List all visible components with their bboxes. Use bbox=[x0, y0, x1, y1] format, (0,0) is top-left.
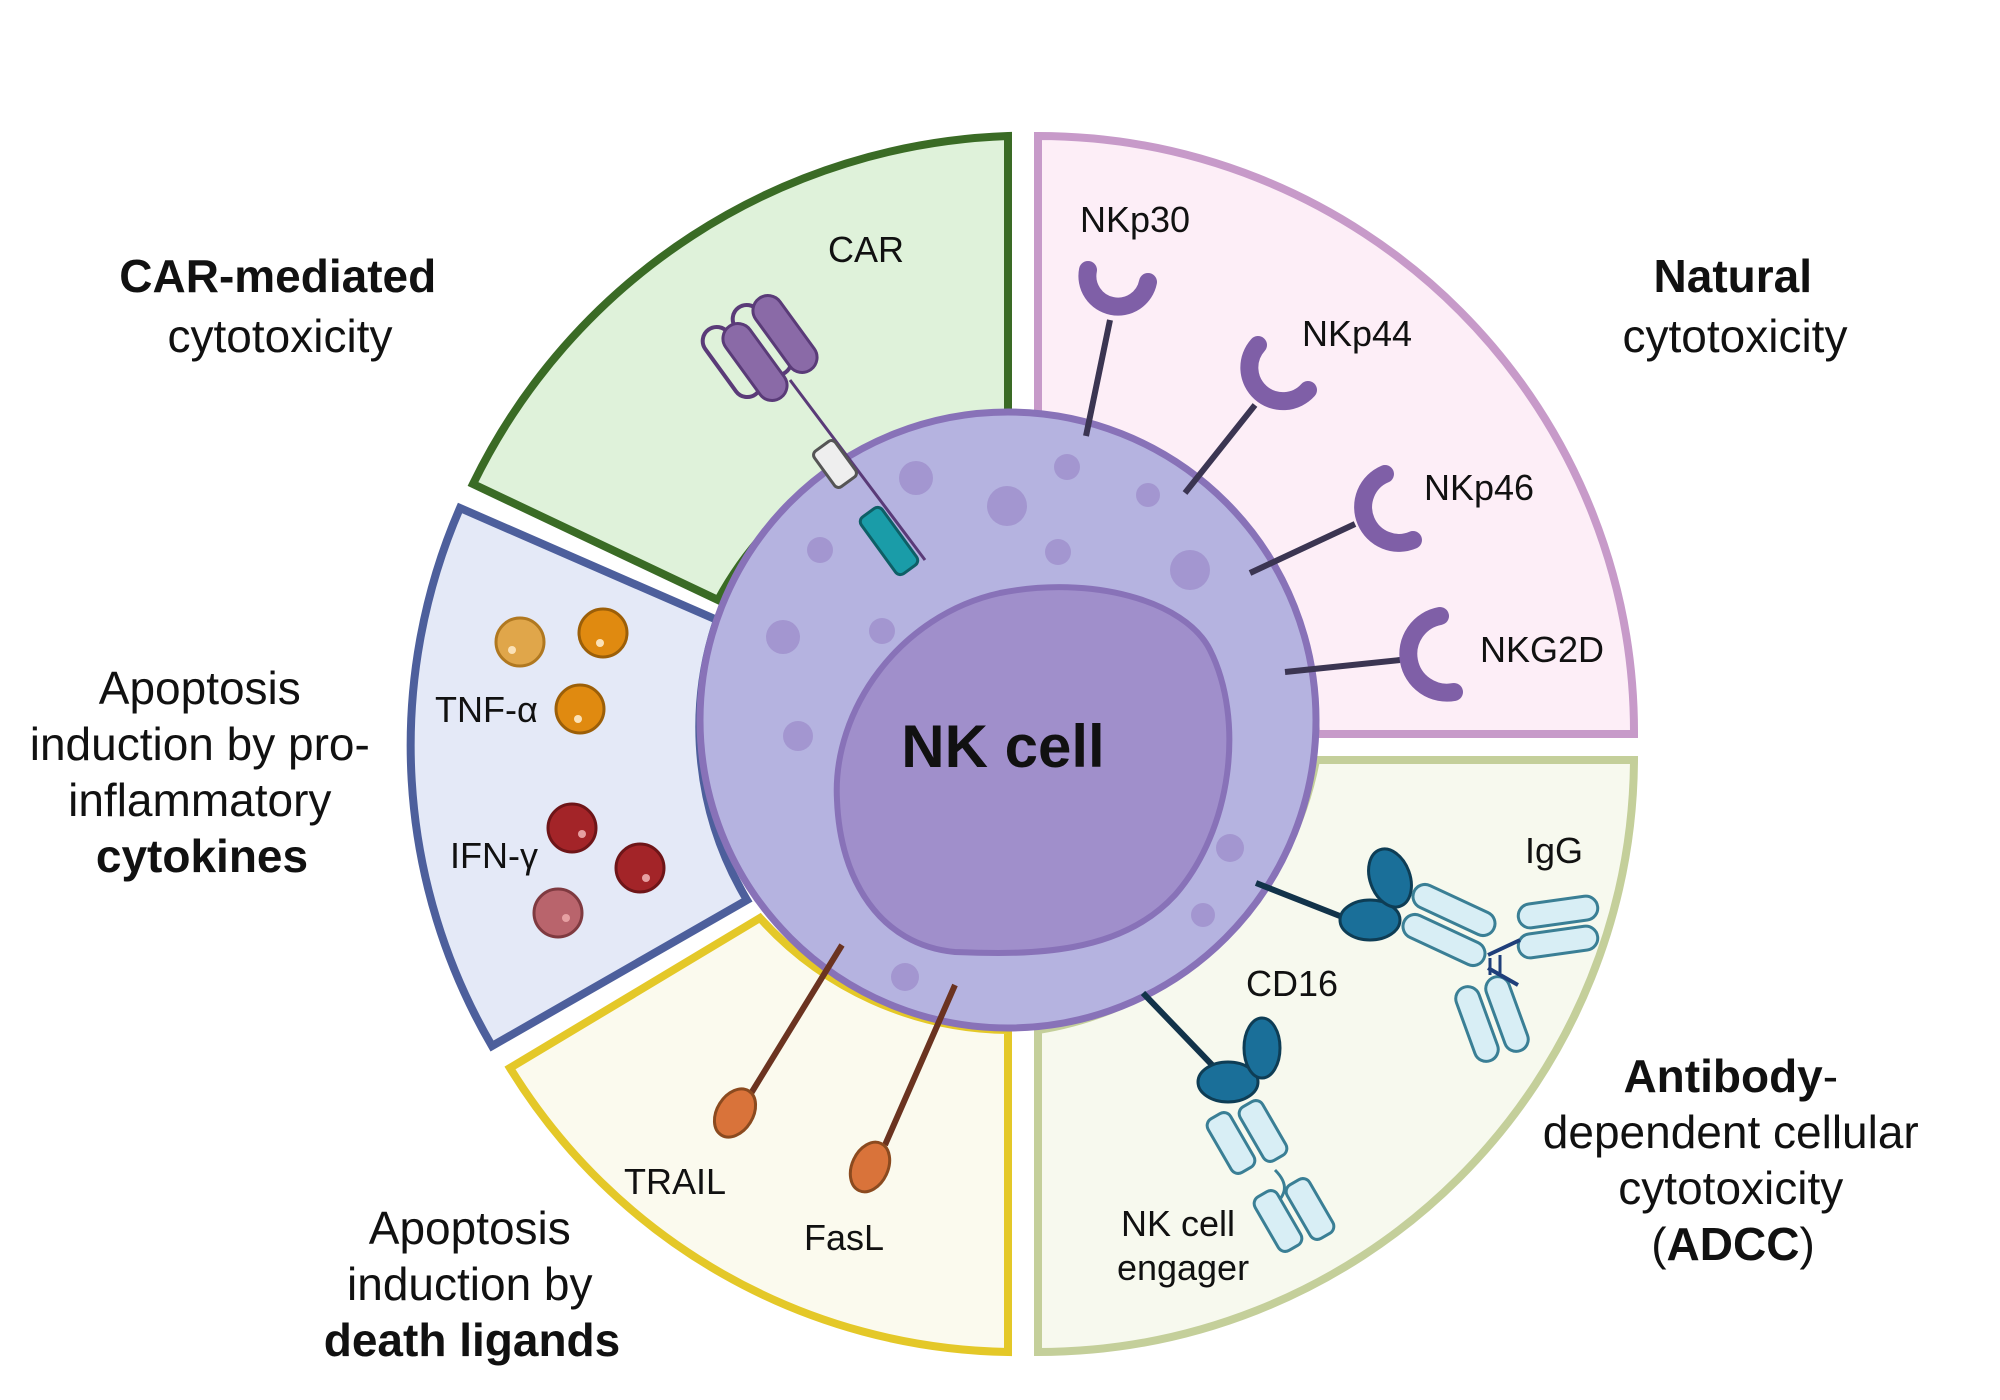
car-caption-bold: CAR-mediated bbox=[119, 250, 436, 302]
car-caption-rest: cytotoxicity bbox=[168, 310, 393, 362]
adcc-caption-bold2: ADCC bbox=[1667, 1218, 1800, 1270]
nkg2d-label: NKG2D bbox=[1480, 629, 1604, 670]
trail-ligand bbox=[712, 943, 845, 1139]
adcc-caption-close: ) bbox=[1799, 1218, 1814, 1270]
trail-label: TRAIL bbox=[624, 1161, 726, 1202]
ifn-gamma-label: IFN-γ bbox=[450, 835, 538, 876]
engager-label-line1: NK cell bbox=[1121, 1203, 1235, 1244]
nkp30-receptor bbox=[1078, 261, 1157, 437]
igg-antibody bbox=[1401, 882, 1600, 1063]
natural-caption-rest: cytotoxicity bbox=[1623, 310, 1848, 362]
cd16-receptor-lower bbox=[1140, 990, 1282, 1104]
cytokines-caption-line3: inflammatory bbox=[68, 774, 331, 826]
cd16-receptor-upper bbox=[1254, 847, 1413, 942]
nucleus bbox=[833, 584, 1233, 956]
death-caption-bold: death ligands bbox=[324, 1314, 620, 1366]
tnf-alpha-molecules bbox=[494, 607, 629, 735]
ifn-gamma-molecules bbox=[532, 802, 666, 939]
natural-caption: Natural cytotoxicity bbox=[1623, 250, 1848, 362]
natural-caption-bold: Natural bbox=[1654, 250, 1812, 302]
tnf-alpha-label: TNF-α bbox=[435, 689, 538, 730]
death-ligands-caption: Apoptosis induction by death ligands bbox=[324, 1202, 620, 1366]
car-caption: CAR-mediated cytotoxicity bbox=[119, 250, 440, 362]
cytokines-caption-line1: Apoptosis bbox=[99, 662, 301, 714]
nk-cell-engager-molecule bbox=[1205, 1099, 1336, 1253]
cytokines-caption-line2: induction by pro- bbox=[30, 718, 370, 770]
adcc-caption: Antibody- dependent cellular cytotoxicit… bbox=[1543, 1050, 1923, 1270]
sector-death-ligands bbox=[504, 912, 1012, 1357]
fasl-ligand bbox=[848, 983, 958, 1194]
adcc-caption-line1: Antibody- bbox=[1623, 1050, 1842, 1102]
adcc-caption-line3: cytotoxicity bbox=[1618, 1162, 1843, 1214]
car-receptor bbox=[700, 294, 927, 577]
cytokines-caption-bold: cytokines bbox=[96, 830, 308, 882]
nkg2d-receptor bbox=[1284, 607, 1463, 702]
nk-cell-engager-label: NK cell engager bbox=[1117, 1203, 1249, 1288]
nkp46-receptor bbox=[1248, 465, 1422, 576]
nkp46-label: NKp46 bbox=[1424, 467, 1534, 508]
adcc-caption-line2: dependent cellular bbox=[1543, 1106, 1919, 1158]
adcc-caption-bold1: Antibody bbox=[1623, 1050, 1823, 1102]
nkp44-label: NKp44 bbox=[1302, 313, 1412, 354]
engager-label-line2: engager bbox=[1117, 1247, 1249, 1288]
death-caption-line2: induction by bbox=[347, 1258, 593, 1310]
igg-label: IgG bbox=[1525, 830, 1583, 871]
cytokines-caption: Apoptosis induction by pro- inflammatory… bbox=[30, 662, 375, 882]
car-label: CAR bbox=[828, 229, 904, 270]
nkp44-receptor bbox=[1182, 336, 1317, 495]
fasl-label: FasL bbox=[804, 1217, 884, 1258]
adcc-caption-line4: (ADCC) bbox=[1651, 1218, 1815, 1270]
cytoplasm-granules bbox=[766, 454, 1244, 991]
nk-cell-title: NK cell bbox=[901, 713, 1104, 780]
nkp30-label: NKp30 bbox=[1080, 199, 1190, 240]
death-caption-line1: Apoptosis bbox=[369, 1202, 571, 1254]
cd16-label: CD16 bbox=[1246, 963, 1338, 1004]
adcc-caption-open: ( bbox=[1651, 1218, 1667, 1270]
adcc-caption-dash: - bbox=[1823, 1050, 1838, 1102]
